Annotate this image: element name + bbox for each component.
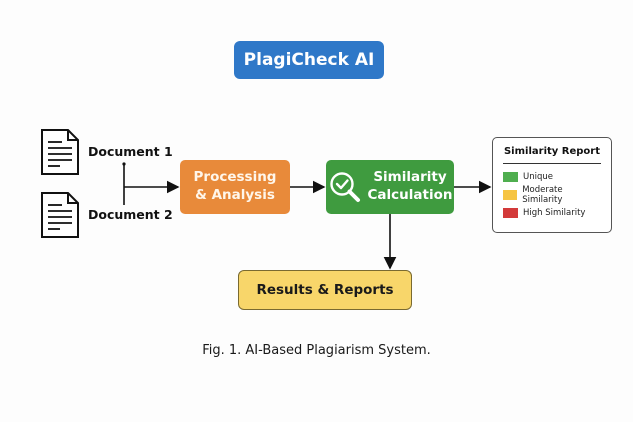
similarity-label-line-2: Calculation bbox=[367, 187, 453, 203]
app-title: PlagiCheck AI bbox=[243, 50, 375, 70]
magnifier-check-icon bbox=[329, 172, 360, 202]
results-reports-box: Results & Reports bbox=[238, 270, 412, 310]
similarity-calculation-box: Similarity Calculation bbox=[326, 160, 454, 214]
processing-analysis-box: Processing & Analysis bbox=[180, 160, 290, 214]
processing-label-line-1: Processing bbox=[193, 169, 277, 186]
app-title-box: PlagiCheck AI bbox=[234, 41, 384, 79]
legend-label: Moderate Similarity bbox=[522, 185, 563, 205]
processing-label-line-2: & Analysis bbox=[195, 187, 275, 203]
legend-label: High Similarity bbox=[523, 208, 586, 218]
document-icon bbox=[41, 129, 79, 175]
legend-label: Unique bbox=[523, 172, 553, 182]
legend-item-moderate: Moderate Similarity bbox=[503, 185, 601, 205]
document-icon bbox=[41, 192, 79, 238]
legend-swatch-red bbox=[503, 208, 518, 218]
report-title: Similarity Report bbox=[503, 146, 601, 164]
figure-caption: Fig. 1. AI-Based Plagiarism System. bbox=[202, 343, 431, 358]
legend-swatch-green bbox=[503, 172, 518, 182]
merge-dot bbox=[122, 162, 126, 166]
results-label: Results & Reports bbox=[256, 282, 394, 298]
similarity-label-line-1: Similarity bbox=[373, 169, 447, 186]
similarity-report-panel: Similarity Report Unique Moderate Simila… bbox=[492, 137, 612, 233]
document-1-label: Document 1 bbox=[88, 144, 173, 159]
legend-item-high: High Similarity bbox=[503, 208, 601, 218]
legend-item-unique: Unique bbox=[503, 172, 601, 182]
document-2-label: Document 2 bbox=[88, 207, 173, 222]
legend-swatch-yellow bbox=[503, 190, 518, 200]
